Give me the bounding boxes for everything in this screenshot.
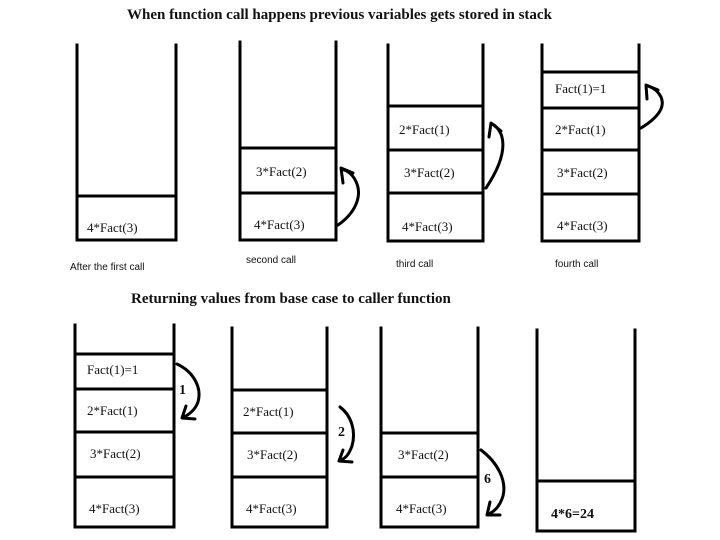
top-s1-frame-1: 4*Fact(3) [87,220,138,235]
top-title: When function call happens previous vari… [127,7,552,23]
top-s2-frame-1: 3*Fact(2) [256,164,307,179]
return-arrow-3 [479,448,506,517]
bottom-s2-frame-2: 3*Fact(2) [247,447,298,462]
top-s2-caption: second call [246,255,297,266]
return-arrow-1 [175,362,201,421]
top-stack-2 [238,40,338,242]
bottom-title: Returning values from base case to calle… [131,291,451,307]
top-stack-3 [386,43,485,243]
top-s2-frame-2: 4*Fact(3) [254,217,305,232]
push-arrow-3 [639,83,664,130]
top-s4-caption: fourth call [555,259,599,270]
bottom-s1-frame-2: 2*Fact(1) [87,403,138,418]
return-value-3: 6 [484,472,491,487]
push-arrow-1 [336,166,360,227]
top-stack-1 [75,43,178,242]
top-s3-frame-1: 2*Fact(1) [399,122,450,137]
bottom-s1-frame-1: Fact(1)=1 [87,362,139,377]
top-s4-frame-4: 4*Fact(3) [557,218,608,233]
return-value-2: 2 [338,425,345,440]
return-arrow-2 [337,405,355,464]
bottom-s3-frame-1: 3*Fact(2) [398,447,449,462]
top-s1-caption: After the first call [70,262,145,273]
top-s4-frame-2: 2*Fact(1) [555,122,606,137]
top-s3-frame-3: 4*Fact(3) [402,219,453,234]
top-stack-4 [540,43,641,243]
top-s4-frame-1: Fact(1)=1 [555,81,607,96]
return-value-1: 1 [179,383,186,398]
top-s3-frame-2: 3*Fact(2) [404,165,455,180]
final-result: 4*6=24 [551,507,594,522]
bottom-s2-frame-1: 2*Fact(1) [243,404,294,419]
bottom-stack-4 [535,328,637,533]
bottom-s1-frame-3: 3*Fact(2) [90,446,141,461]
push-arrow-2 [484,121,505,190]
bottom-stack-1 [73,323,176,529]
bottom-s3-frame-2: 4*Fact(3) [396,501,447,516]
top-s4-frame-3: 3*Fact(2) [557,165,608,180]
bottom-s1-frame-4: 4*Fact(3) [89,501,140,516]
bottom-s2-frame-3: 4*Fact(3) [246,501,297,516]
bottom-stack-3 [379,326,480,529]
top-s3-caption: third call [396,259,434,270]
bottom-stack-2 [230,326,329,529]
